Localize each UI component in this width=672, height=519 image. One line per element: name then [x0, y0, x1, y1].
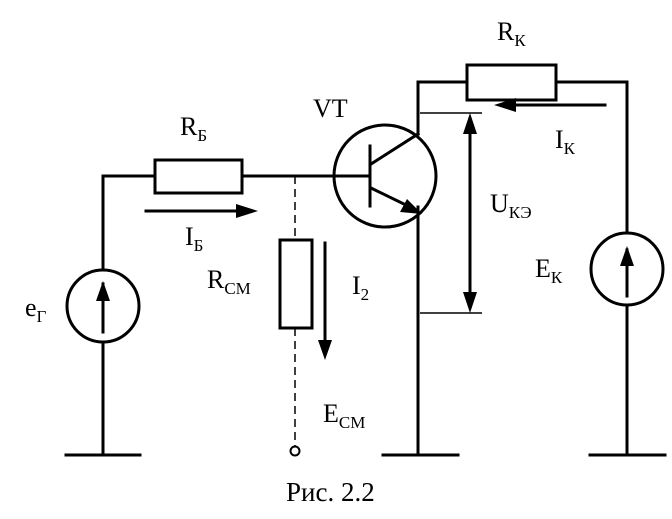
label-i-2: I2	[352, 271, 369, 304]
label-r-k: RК	[497, 17, 526, 50]
label-e-sm: EСМ	[323, 399, 365, 432]
collector-source-branch	[588, 80, 667, 457]
label-u-ke: UКЭ	[490, 189, 532, 222]
generator-arrow-icon	[96, 281, 110, 301]
bias-terminal	[289, 445, 301, 457]
figure-caption: Рис. 2.2	[286, 477, 375, 507]
collector-current-arrow	[494, 98, 607, 112]
label-i-k: IК	[555, 125, 576, 158]
base-resistor	[153, 158, 340, 195]
transistor-vt	[332, 123, 438, 229]
voltage-measurement	[420, 112, 482, 314]
bias-branch	[278, 176, 314, 457]
label-e-g: eГ	[25, 293, 47, 326]
label-r-b: RБ	[180, 112, 207, 145]
label-e-k: EК	[535, 254, 563, 287]
collector-emitter-wiring	[381, 80, 469, 457]
label-r-sm: RСМ	[207, 265, 251, 298]
bias-resistor	[278, 238, 314, 330]
label-vt: VT	[313, 94, 348, 123]
generator-branch	[64, 174, 157, 457]
label-i-b: IБ	[185, 222, 203, 255]
collector-resistor	[465, 63, 629, 102]
i2-current-arrow	[318, 241, 332, 360]
collector-source-arrow-icon	[620, 246, 634, 266]
base-current-arrow	[144, 204, 258, 218]
